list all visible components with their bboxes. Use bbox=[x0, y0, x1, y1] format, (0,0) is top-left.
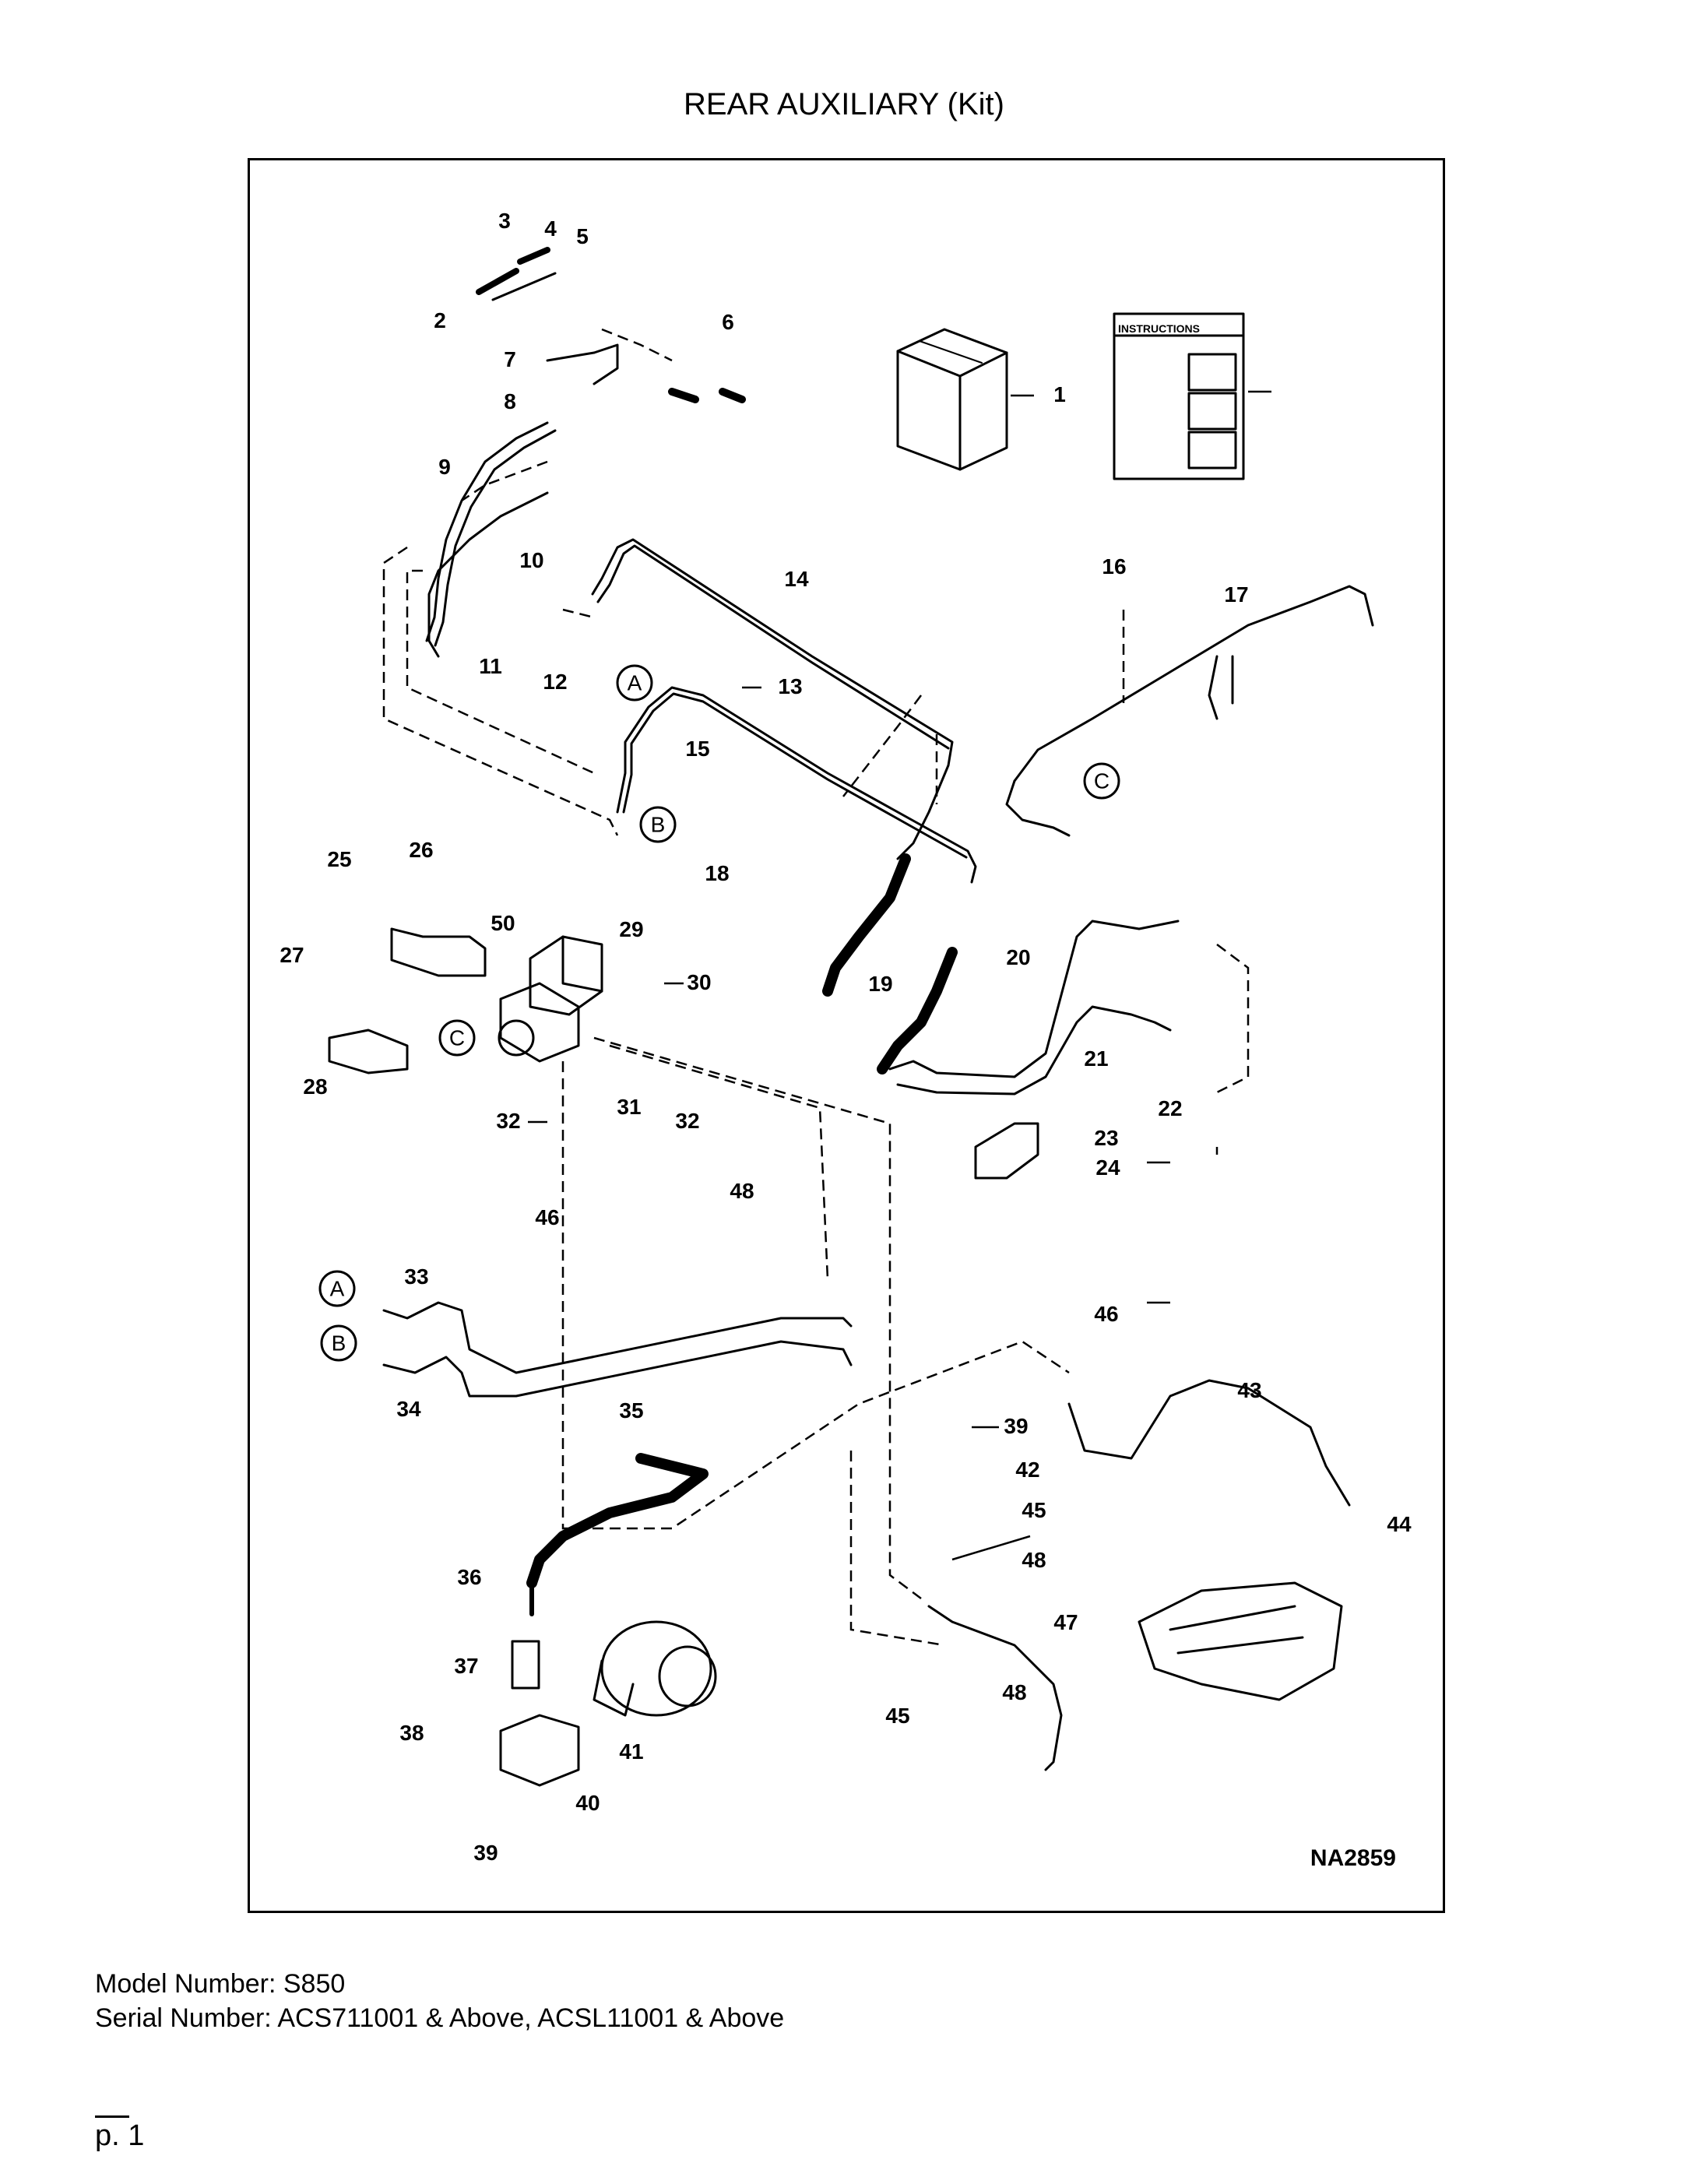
callout-2: 2 bbox=[434, 308, 446, 332]
instructions-booklet-icon bbox=[1113, 312, 1245, 480]
pump-motor-icon bbox=[593, 1620, 717, 1717]
callout-45-upper: 45 bbox=[1022, 1498, 1046, 1522]
kit-box-icon bbox=[896, 328, 1008, 471]
callout-22: 22 bbox=[1158, 1096, 1182, 1120]
callout-10: 10 bbox=[519, 548, 543, 572]
callout-26: 26 bbox=[409, 838, 433, 862]
callout-46-right: 46 bbox=[1094, 1302, 1118, 1326]
callout-19: 19 bbox=[868, 972, 892, 996]
callout-18: 18 bbox=[705, 861, 729, 885]
callout-17: 17 bbox=[1224, 582, 1248, 607]
callout-4: 4 bbox=[544, 216, 557, 241]
callout-21: 21 bbox=[1084, 1046, 1108, 1071]
callout-8: 8 bbox=[504, 389, 516, 413]
connection-label-c-right: C bbox=[1094, 768, 1110, 793]
model-number: Model Number: S850 bbox=[95, 1969, 346, 1999]
connection-label-b-top: B bbox=[651, 812, 666, 836]
instructions-label: INSTRUCTIONS bbox=[1118, 322, 1200, 335]
callout-7: 7 bbox=[504, 347, 516, 371]
callout-27: 27 bbox=[280, 943, 304, 967]
callout-47: 47 bbox=[1053, 1610, 1078, 1634]
serial-number: Serial Number: ACS711001 & Above, ACSL11… bbox=[95, 2003, 785, 2033]
valve-block-icon bbox=[498, 935, 603, 1063]
callout-48-top: 48 bbox=[730, 1179, 754, 1203]
callout-33: 33 bbox=[404, 1264, 428, 1289]
callout-16: 16 bbox=[1102, 554, 1126, 579]
callout-42: 42 bbox=[1015, 1458, 1039, 1482]
callout-31: 31 bbox=[617, 1095, 641, 1119]
connection-label-c-left: C bbox=[449, 1025, 465, 1050]
callout-45-lower: 45 bbox=[885, 1704, 909, 1728]
connection-label-a-bottom: A bbox=[330, 1276, 345, 1300]
callout-14: 14 bbox=[784, 567, 809, 591]
callout-30: 30 bbox=[687, 970, 711, 994]
callout-1: 1 bbox=[1053, 382, 1066, 406]
callout-40: 40 bbox=[575, 1791, 600, 1815]
callout-15: 15 bbox=[685, 737, 709, 761]
parts-diagram: A B C C A B INSTRUCTIONS 1 2 3 4 5 bbox=[280, 209, 1412, 1865]
callout-38: 38 bbox=[399, 1721, 424, 1745]
callout-36: 36 bbox=[457, 1565, 481, 1589]
callout-32-right: 32 bbox=[675, 1109, 699, 1133]
callout-37: 37 bbox=[454, 1654, 478, 1678]
callout-11: 11 bbox=[479, 654, 502, 678]
callout-43: 43 bbox=[1237, 1378, 1261, 1402]
callout-48-low: 48 bbox=[1002, 1680, 1026, 1704]
callout-48-mid: 48 bbox=[1022, 1548, 1046, 1572]
drawing-id: NA2859 bbox=[1310, 1845, 1396, 1871]
callout-6: 6 bbox=[722, 310, 734, 334]
callout-12: 12 bbox=[543, 670, 567, 694]
parts-diagram-frame: A B C C A B INSTRUCTIONS 1 2 3 4 5 bbox=[248, 158, 1445, 1913]
page-number: p. 1 bbox=[95, 2119, 145, 2152]
callout-49: 50 bbox=[491, 911, 515, 935]
callout-46-left: 46 bbox=[535, 1205, 559, 1229]
callout-25: 25 bbox=[327, 847, 351, 871]
connection-label-a-top: A bbox=[628, 670, 642, 695]
callout-13: 13 bbox=[778, 674, 802, 698]
callout-35: 35 bbox=[619, 1398, 643, 1423]
control-valve-icon bbox=[1138, 1581, 1343, 1701]
callout-41: 41 bbox=[619, 1739, 643, 1764]
callout-24: 24 bbox=[1095, 1155, 1120, 1180]
callout-34: 34 bbox=[396, 1397, 421, 1421]
callout-28: 28 bbox=[303, 1074, 327, 1099]
footer-info: Model Number: S850 Serial Number: ACS711… bbox=[95, 1967, 784, 2035]
callout-44: 44 bbox=[1387, 1512, 1412, 1536]
page-title: REAR AUXILIARY (Kit) bbox=[684, 87, 1004, 121]
callout-20: 20 bbox=[1006, 945, 1030, 969]
callout-29: 29 bbox=[619, 917, 643, 941]
callout-32-left: 32 bbox=[496, 1109, 520, 1133]
callout-23: 23 bbox=[1094, 1126, 1118, 1150]
callout-9: 9 bbox=[438, 455, 451, 479]
page-divider bbox=[95, 2115, 129, 2118]
callout-5: 5 bbox=[576, 224, 589, 248]
callout-39-left: 39 bbox=[473, 1841, 498, 1865]
callout-3: 3 bbox=[498, 209, 511, 233]
callout-39-right: 39 bbox=[1004, 1414, 1028, 1438]
connection-label-b-bottom: B bbox=[332, 1331, 346, 1355]
